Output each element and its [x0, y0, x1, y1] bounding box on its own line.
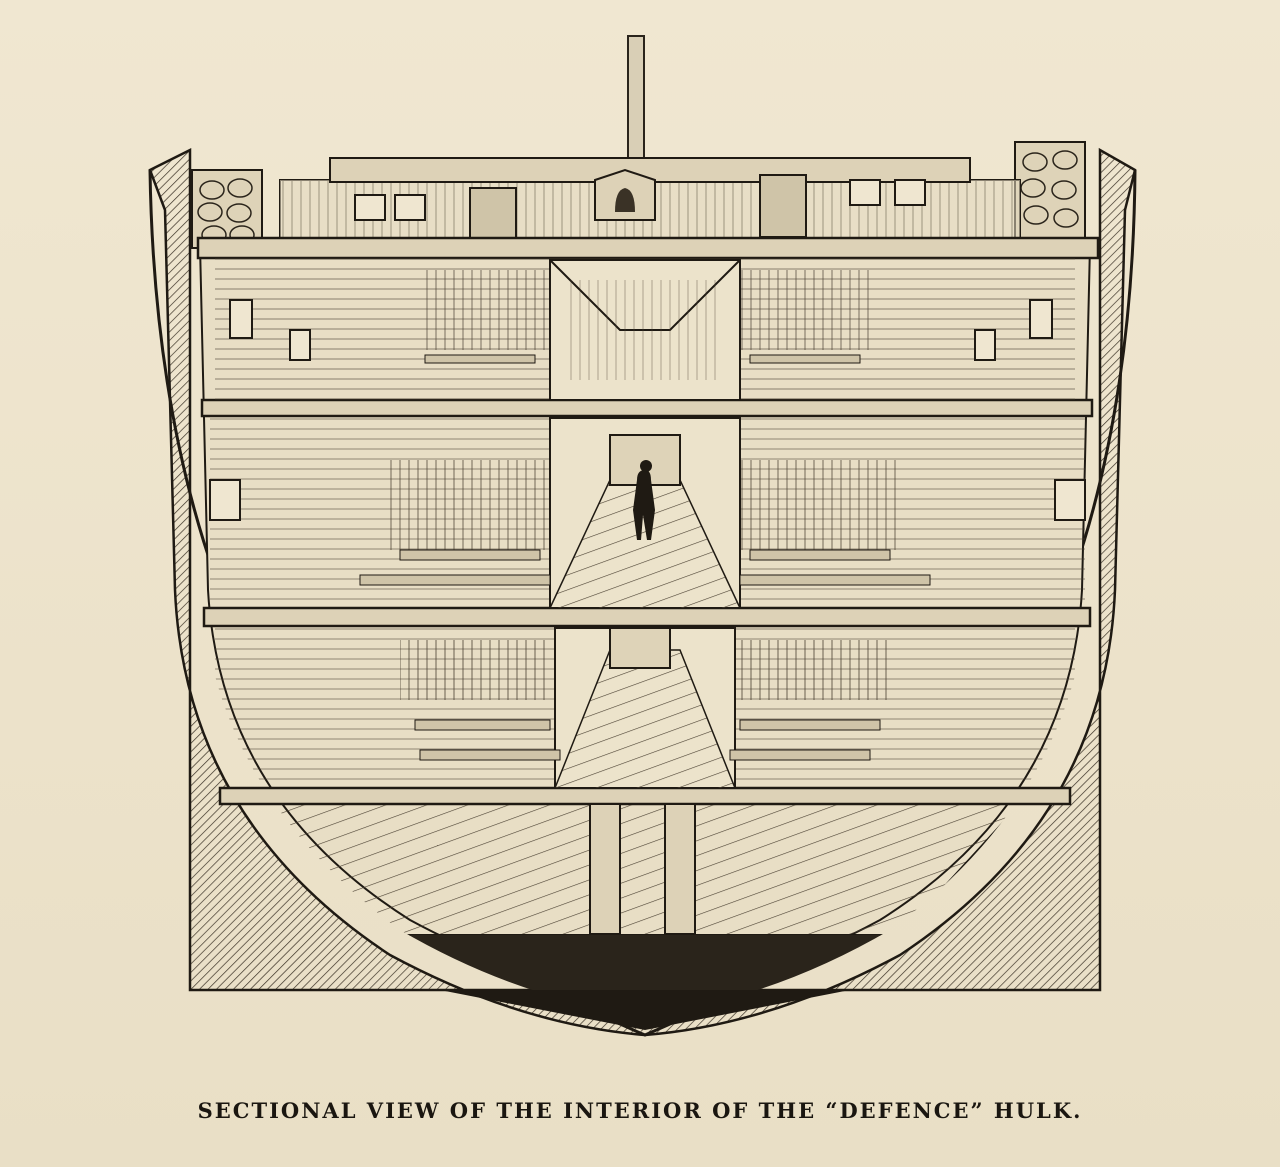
keel	[440, 990, 850, 1030]
hull-outline	[148, 147, 1137, 1037]
ship-section-illustration	[148, 35, 1137, 1037]
deck-house	[279, 157, 1021, 241]
middle-deck	[209, 416, 1086, 609]
top-left-crate	[191, 169, 263, 249]
standing-figure	[633, 470, 655, 540]
upper-deck	[215, 258, 1075, 401]
figure-caption: SECTIONAL VIEW OF THE INTERIOR OF THE “D…	[197, 1098, 1083, 1123]
lower-deck	[215, 626, 1075, 789]
bell-icon	[615, 188, 635, 212]
mast	[627, 35, 645, 177]
hold	[267, 803, 1023, 990]
top-right-crate	[1014, 141, 1086, 249]
deck-beams	[196, 236, 1100, 806]
show-through-text	[6, 4, 19, 60]
